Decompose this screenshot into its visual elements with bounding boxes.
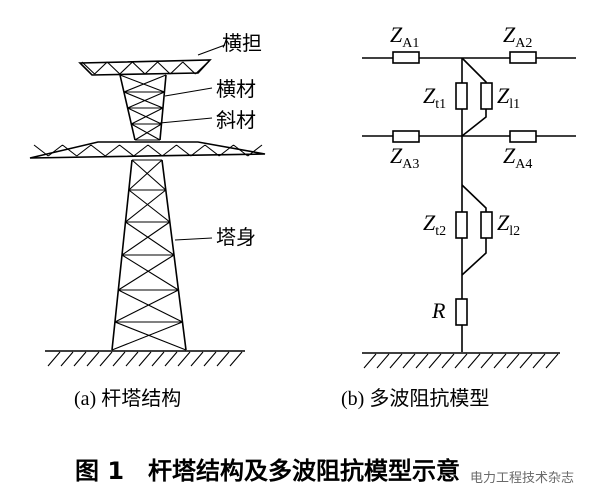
figure-title: 图 1 杆塔结构及多波阻抗模型示意 [75,457,460,485]
label-zt2: Zt2 [423,210,446,239]
label-r: R [431,298,446,323]
resistor-zl1 [480,82,493,110]
top-crossarm [78,59,212,76]
lower-crossarm-truss [33,144,263,157]
label-za2: ZA2 [503,22,532,51]
resistor-r [455,298,468,326]
lower-crossarm [29,141,266,159]
resistor-za1 [392,51,420,64]
label-za1: ZA1 [390,22,419,51]
label-za3: ZA3 [390,143,419,172]
label-crossarm: 横担 [222,31,262,55]
label-horizontal-member: 横材 [216,77,256,101]
label-zt1: Zt1 [423,83,446,112]
resistor-za3 [392,130,420,143]
label-zl2: Zl2 [497,210,520,239]
caption-b: (b) 多波阻抗模型 [341,387,489,410]
label-zl1: Zl1 [497,83,520,112]
resistor-zt1 [455,82,468,110]
watermark-text: 电力工程技术杂志 [470,471,574,486]
resistor-za4 [509,130,537,143]
label-diagonal-member: 斜材 [216,108,256,132]
tower-neck-truss [119,74,167,141]
top-crossarm-truss [81,61,209,75]
resistor-za2 [509,51,537,64]
tower-drawing [29,44,266,367]
label-za4: ZA4 [503,143,532,172]
leader-horizontal [164,87,213,97]
leader-diagonal [159,117,213,124]
leader-crossarm [197,44,226,56]
circuit-drawing [362,51,576,369]
resistor-zt2 [455,211,468,239]
caption-a: (a) 杆塔结构 [74,387,181,410]
tower-body-truss [111,159,187,351]
leader-body [174,237,213,241]
label-tower-body: 塔身 [216,225,256,249]
ground-hatch-a [47,351,243,367]
resistor-zl2 [480,211,493,239]
ground-hatch-b [363,353,559,369]
